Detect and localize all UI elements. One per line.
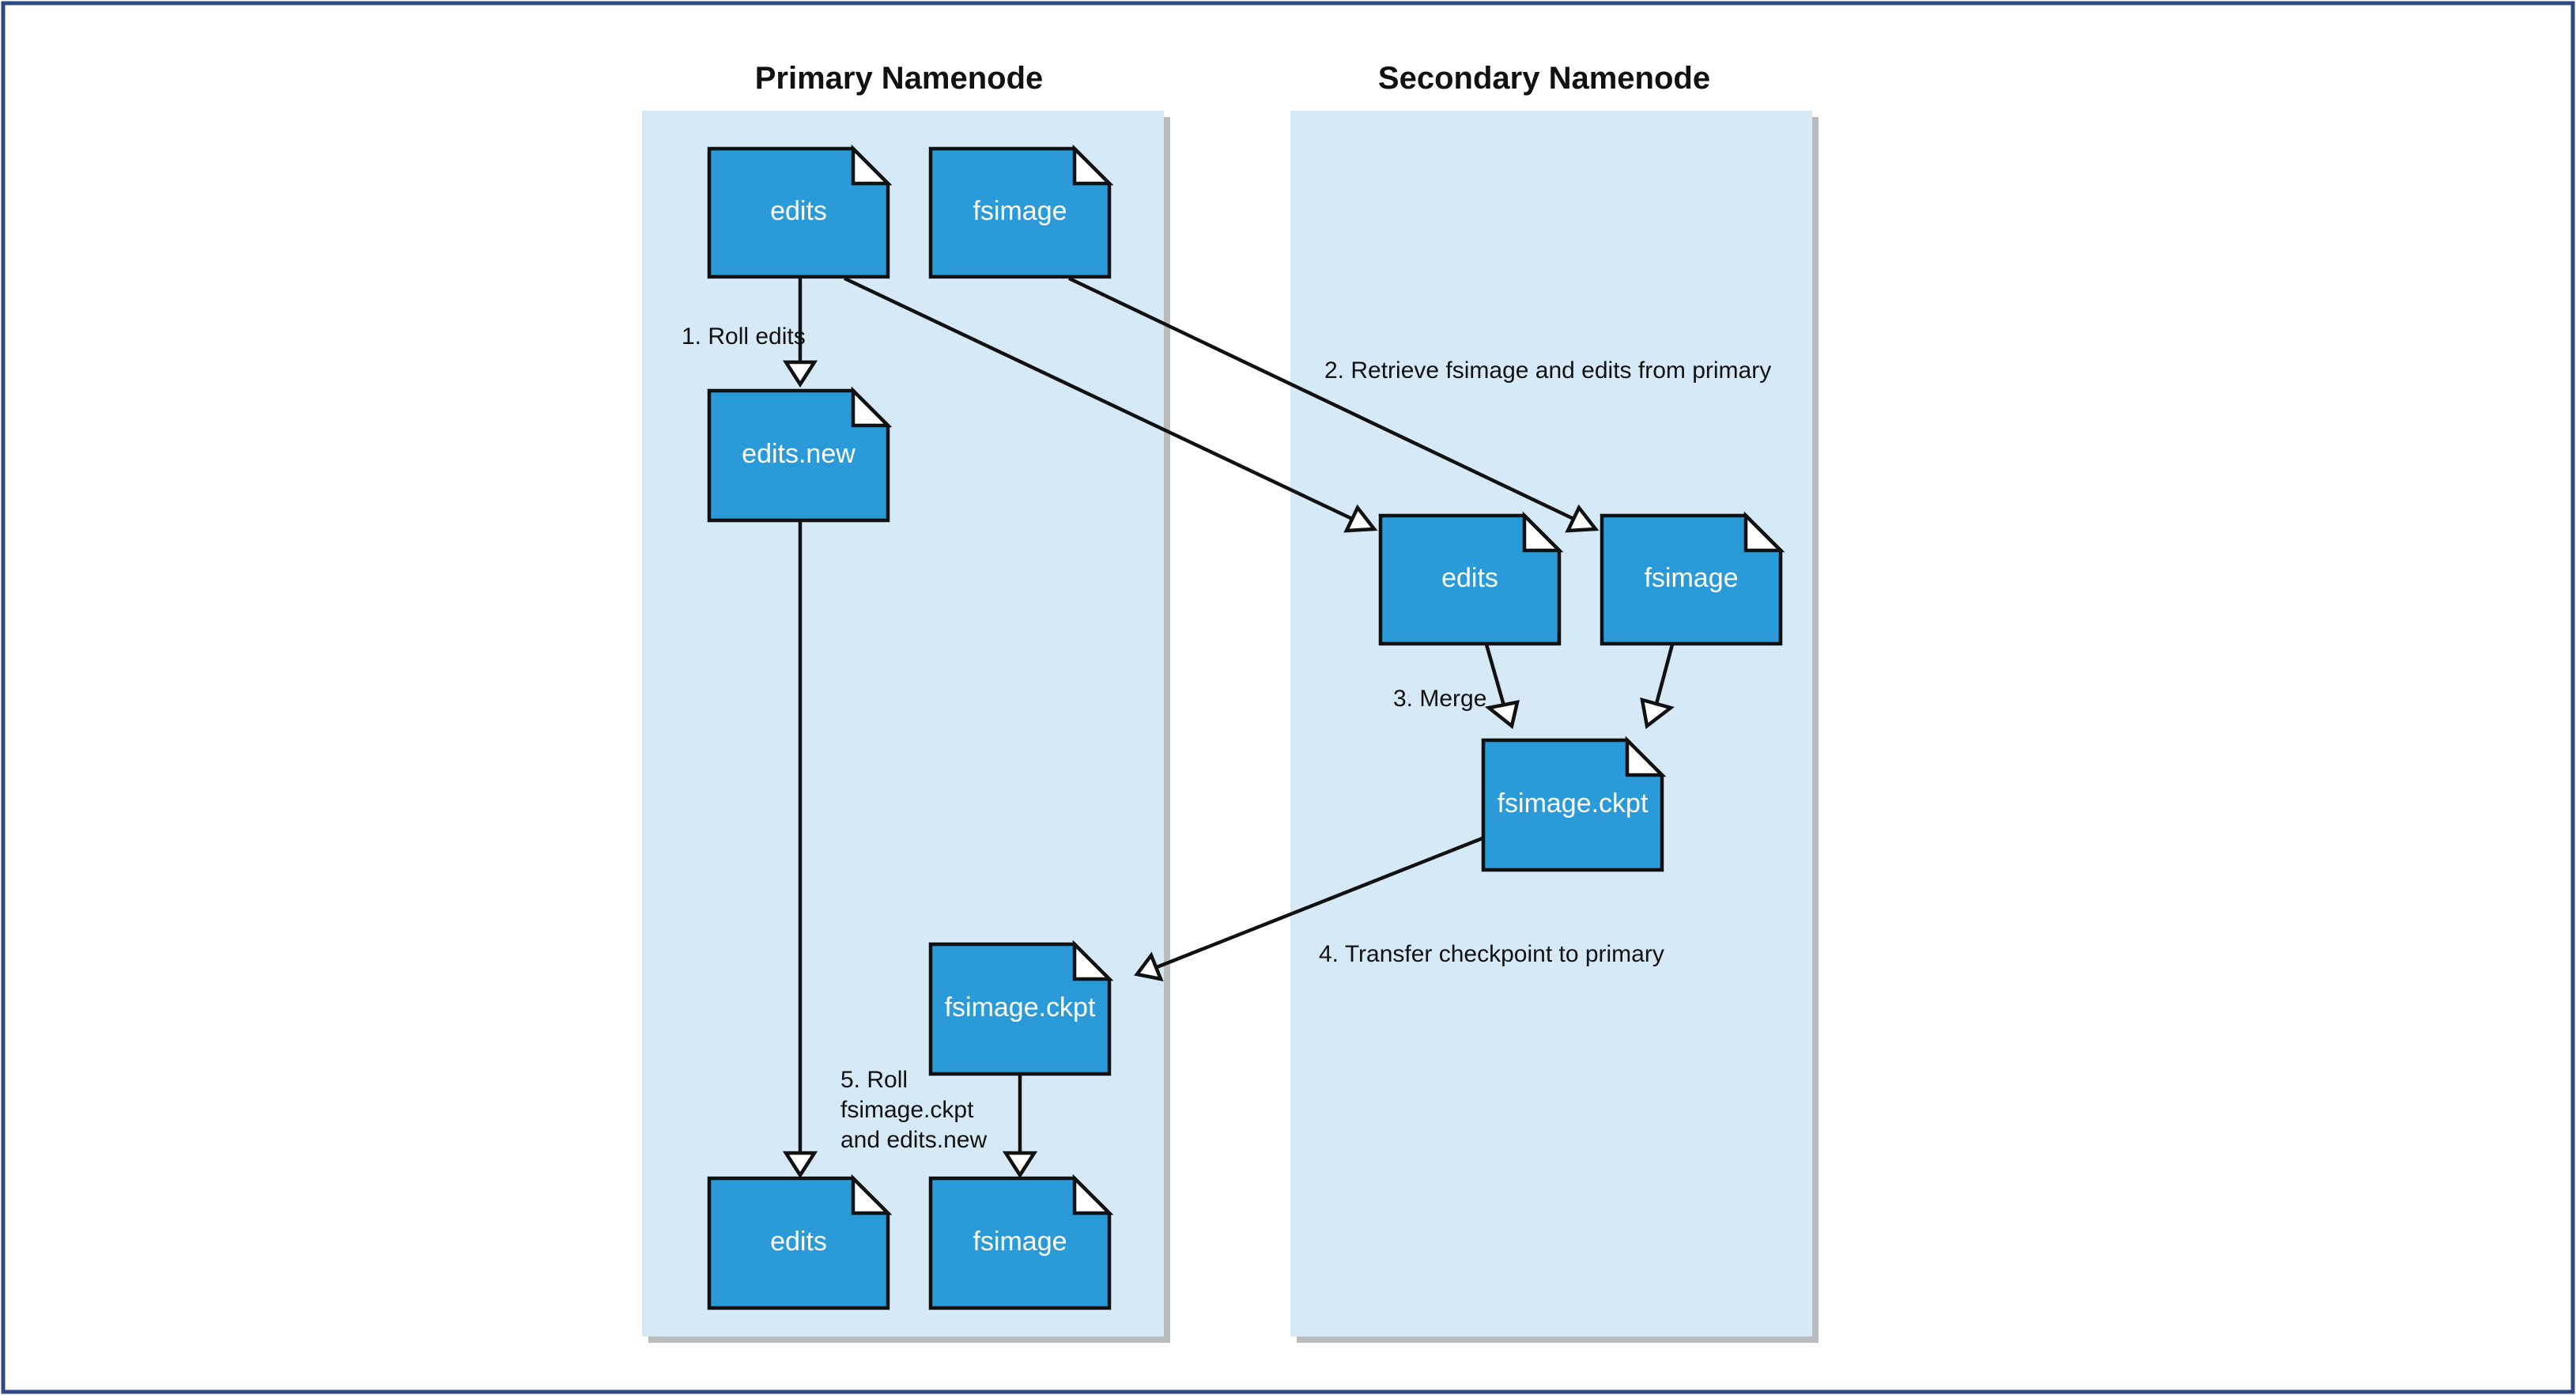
primary-fsimage-ckpt-file: fsimage.ckpt [928, 939, 1114, 1076]
arrow-retrieve-fsimage-line [1068, 276, 1574, 521]
secondary-edits-label: edits [1441, 563, 1498, 593]
secondary-edits-file: edits [1378, 511, 1564, 646]
arrow-merge-edits-head [1484, 700, 1520, 729]
primary-namenode-title: Primary Namenode [755, 61, 1044, 96]
step5-label-line2: fsimage.ckpt [840, 1097, 974, 1123]
primary-fsimage-file: fsimage [928, 144, 1114, 279]
arrow-merge-fsimage-head [1640, 697, 1675, 730]
primary-edits-file: edits [707, 144, 893, 279]
arrow-transfer-checkpoint-head [1134, 951, 1164, 982]
arrow-roll-fsimage-ckpt-head [1002, 1151, 1038, 1179]
secondary-fsimage-ckpt-label: fsimage.ckpt [1498, 788, 1649, 818]
primary-edits-final-file: edits [707, 1174, 893, 1310]
primary-fsimage-ckpt-label: fsimage.ckpt [945, 992, 1096, 1023]
step3-label: 3. Merge [1393, 686, 1486, 712]
step5-label-line3: and edits.new [840, 1127, 987, 1153]
step5-label-line1: 5. Roll [840, 1067, 908, 1093]
primary-edits-final-label: edits [770, 1227, 827, 1257]
primary-fsimage-final-label: fsimage [973, 1227, 1067, 1257]
primary-fsimage-final-file: fsimage [928, 1174, 1114, 1310]
arrow-retrieve-fsimage-head [1565, 504, 1600, 533]
primary-namenode-panel [642, 111, 1164, 1336]
secondary-namenode-panel [1290, 111, 1812, 1336]
secondary-fsimage-file: fsimage [1600, 511, 1785, 646]
arrow-transfer-checkpoint-line [1156, 836, 1483, 970]
primary-edits-new-file: edits.new [707, 386, 893, 523]
step2-label: 2. Retrieve fsimage and edits from prima… [1324, 357, 1771, 384]
secondary-fsimage-ckpt-file: fsimage.ckpt [1481, 735, 1667, 872]
secondary-fsimage-label: fsimage [1644, 563, 1738, 593]
step4-label: 4. Transfer checkpoint to primary [1319, 941, 1664, 967]
arrow-roll-edits-head [782, 360, 818, 388]
primary-edits-new-label: edits.new [742, 439, 856, 469]
step1-label: 1. Roll edits [682, 323, 806, 350]
arrow-roll-edits-new-head [782, 1151, 818, 1179]
secondary-namenode-title: Secondary Namenode [1378, 61, 1710, 96]
primary-fsimage-label: fsimage [973, 196, 1067, 226]
primary-edits-label: edits [770, 196, 827, 226]
arrows [782, 276, 1675, 1179]
arrow-merge-edits-line [1484, 644, 1506, 706]
arrow-retrieve-edits-head [1343, 504, 1378, 533]
arrow-merge-fsimage-line [1654, 644, 1675, 705]
arrow-retrieve-edits-line [844, 276, 1353, 521]
